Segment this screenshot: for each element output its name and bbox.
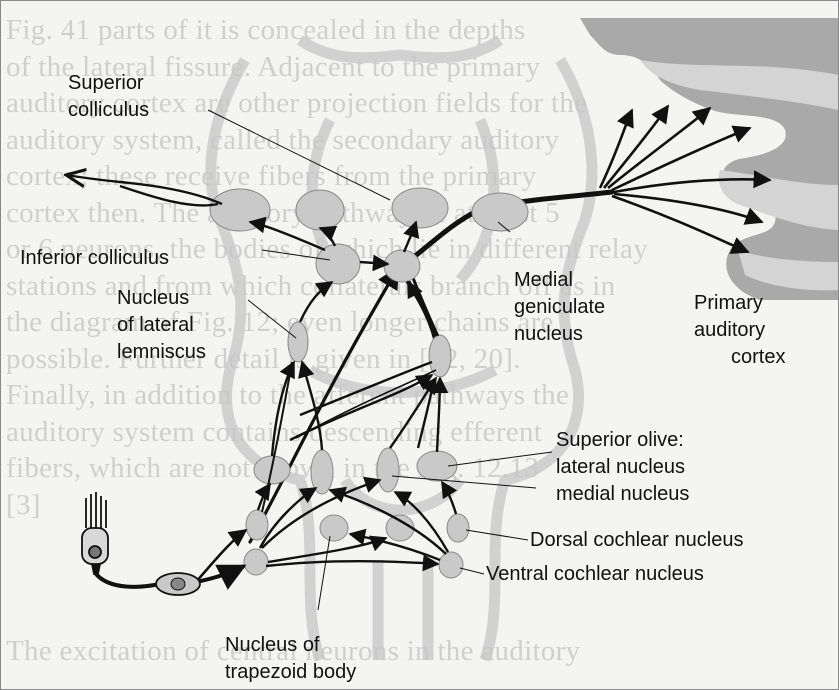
dorsal-cochlear-left bbox=[246, 510, 268, 540]
label-superior-olive-2: lateral nucleus bbox=[556, 456, 685, 478]
cochlear-hair-cell bbox=[82, 492, 108, 574]
label-primary-auditory-cortex-1: Primary bbox=[694, 292, 763, 314]
ventral-cochlear-right bbox=[439, 552, 463, 578]
label-primary-auditory-cortex-3: cortex bbox=[731, 346, 785, 368]
trapezoid-body-left bbox=[320, 515, 348, 541]
label-inferior-colliculus: Inferior colliculus bbox=[20, 247, 169, 269]
cortical-radiation bbox=[600, 106, 770, 252]
label-medial-geniculate-3: nucleus bbox=[514, 323, 583, 345]
label-primary-auditory-cortex-2: auditory bbox=[694, 319, 765, 341]
superior-olive-medial-right bbox=[377, 448, 399, 492]
superior-colliculus-right bbox=[392, 188, 448, 228]
primary-auditory-cortex-tissue bbox=[580, 18, 839, 300]
trapezoid-body-right bbox=[386, 515, 414, 541]
superior-colliculus-center bbox=[296, 190, 344, 230]
label-medial-geniculate-1: Medial bbox=[514, 269, 573, 291]
superior-olive-medial-left bbox=[311, 450, 333, 494]
label-trapezoid-2: trapezoid body bbox=[225, 661, 356, 683]
label-trapezoid-1: Nucleus of bbox=[225, 634, 320, 656]
label-lateral-lemniscus-2: of lateral bbox=[117, 314, 194, 336]
inferior-colliculus-right bbox=[384, 250, 420, 282]
ventral-cochlear-left bbox=[244, 549, 268, 575]
medial-geniculate-nucleus bbox=[472, 193, 528, 231]
label-superior-olive-1: Superior olive: bbox=[556, 429, 684, 451]
label-superior-colliculus-1: Superior bbox=[68, 72, 144, 94]
label-superior-colliculus-2: colliculus bbox=[68, 99, 149, 121]
label-medial-geniculate-2: geniculate bbox=[514, 296, 605, 318]
label-lateral-lemniscus-3: lemniscus bbox=[117, 341, 206, 363]
spiral-ganglion-cell bbox=[156, 573, 200, 595]
label-ventral-cochlear: Ventral cochlear nucleus bbox=[486, 563, 704, 585]
dorsal-cochlear-right bbox=[447, 514, 469, 542]
lateral-lemniscus-left bbox=[288, 322, 308, 362]
label-medial-nucleus: medial nucleus bbox=[556, 483, 689, 505]
label-lateral-lemniscus-1: Nucleus bbox=[117, 287, 189, 309]
label-dorsal-cochlear: Dorsal cochlear nucleus bbox=[530, 529, 743, 551]
lateral-lemniscus-right bbox=[429, 335, 451, 377]
